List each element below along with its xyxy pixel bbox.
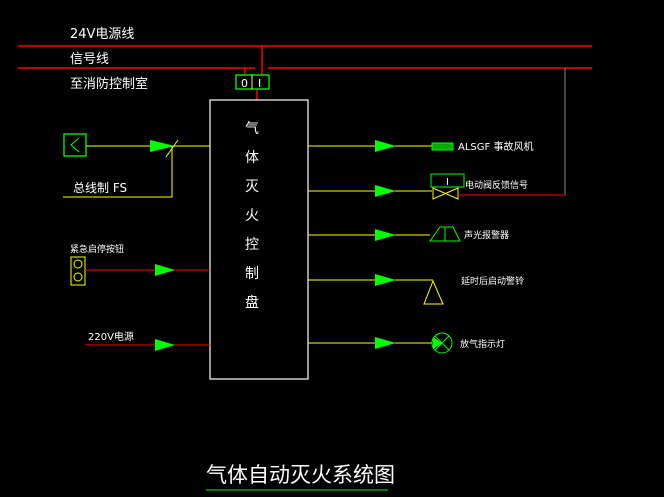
panel-char: 控 <box>245 237 259 253</box>
fan-icon <box>431 142 454 151</box>
bus-fs-line <box>63 146 173 198</box>
arrow-icon <box>375 185 396 197</box>
terminal-left: 0 <box>241 77 248 90</box>
button-circle <box>73 272 83 282</box>
label-delayed: 延时后启动警铃 <box>461 275 524 287</box>
control-panel <box>209 99 309 380</box>
detector-glyph <box>70 137 80 153</box>
lamp-fill <box>433 337 442 349</box>
panel-char: 制 <box>245 266 259 282</box>
panel-char: 灭 <box>245 179 259 195</box>
arrow-icon <box>375 274 396 286</box>
arrow-icon <box>375 229 396 241</box>
bell-icon <box>423 279 444 305</box>
label-24v: 24V电源线 <box>70 27 134 42</box>
label-alarm: 声光报警器 <box>464 229 509 241</box>
valve-icon <box>432 187 459 200</box>
panel-char: 气 <box>245 121 259 137</box>
lamp-icon <box>431 332 453 354</box>
lamp-cross <box>434 335 450 351</box>
arrow-icon <box>155 339 175 351</box>
alarm-icon <box>429 226 461 242</box>
arrow-icon <box>150 140 175 152</box>
label-emergency-button: 紧急启停按钮 <box>70 243 124 255</box>
valve-feedback-line <box>458 68 566 196</box>
button-circle <box>73 259 83 269</box>
panel-char: 火 <box>245 208 259 224</box>
valve-indicator: I <box>446 177 449 188</box>
label-control-room: 至消防控制室 <box>70 76 148 92</box>
label-bus-fs: 总线制 FS <box>73 181 127 195</box>
panel-char: 盘 <box>245 294 259 311</box>
panel-char: 体 <box>245 150 259 166</box>
label-lamp: 放气指示灯 <box>460 338 505 350</box>
arrow-icon <box>375 337 396 349</box>
label-valve: 电动阀反馈信号 <box>465 179 528 191</box>
panel-label: 气 体 灭 火 控 制 盘 <box>245 121 259 311</box>
label-220v: 220V电源 <box>88 330 134 343</box>
arrow-icon <box>375 140 396 152</box>
label-fan: ALSGF 事故风机 <box>458 140 533 153</box>
terminal-right: I <box>258 77 261 90</box>
valve-indicator-box <box>430 173 465 188</box>
detector-icon <box>63 133 87 157</box>
diagram-title: 气体自动灭火系统图 <box>206 463 395 487</box>
arrow-icon <box>155 264 175 276</box>
emergency-button-icon[interactable] <box>70 256 86 286</box>
label-signal: 信号线 <box>70 52 109 67</box>
